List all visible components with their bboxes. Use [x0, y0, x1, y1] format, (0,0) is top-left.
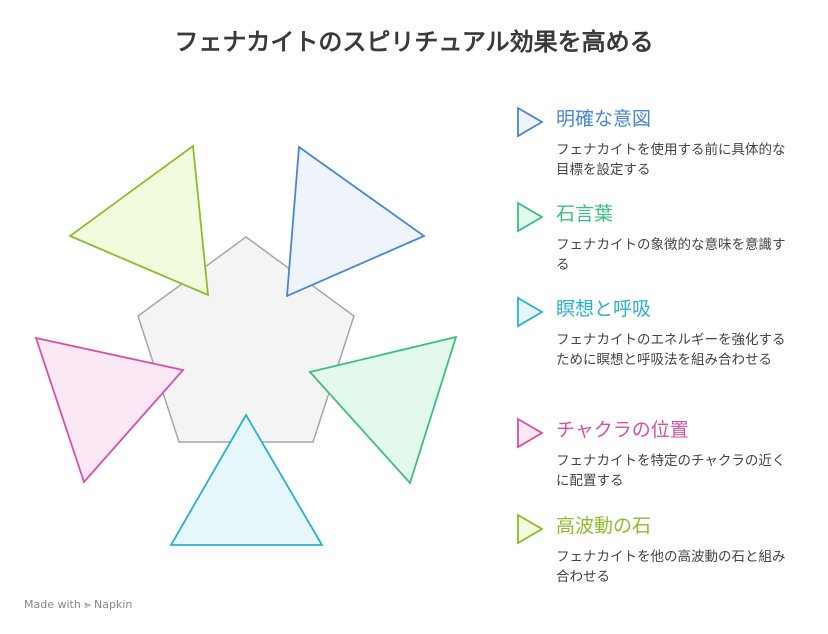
- triangle-chakra-position: [34, 336, 185, 484]
- triangle-high-vibration-stones: [68, 144, 210, 297]
- triangle-clear-intention: [285, 145, 426, 298]
- item-description: フェナカイトを使用する前に具体的な目標を設定する: [556, 142, 786, 178]
- triangle-stone-words: [308, 335, 458, 485]
- triangle-marker-icon: [517, 417, 544, 449]
- item-heading: チャクラの位置: [556, 419, 689, 441]
- item-description: フェナカイトを他の高波動の石と組み合わせる: [556, 549, 786, 585]
- triangle-marker-icon: [517, 106, 544, 138]
- item-heading: 石言葉: [556, 203, 614, 225]
- triangle-marker-icon: [517, 513, 544, 545]
- item-description: フェナカイトの象徴的な意味を意識する: [556, 237, 786, 273]
- item-heading: 瞑想と呼吸: [556, 298, 652, 320]
- triangle-marker-icon: [517, 296, 544, 328]
- triangle-marker-icon: [517, 201, 544, 233]
- napkin-watermark: Made with ⪢ Napkin: [24, 598, 133, 611]
- page-title: フェナカイトのスピリチュアル効果を高める: [174, 28, 654, 56]
- triangle-meditation-breathing: [169, 413, 324, 546]
- item-description: フェナカイトのエネルギーを強化するために瞑想と呼吸法を組み合わせる: [556, 332, 786, 368]
- item-heading: 明確な意図: [556, 108, 652, 130]
- item-description: フェナカイトを特定のチャクラの近くに配置する: [556, 453, 786, 489]
- item-heading: 高波動の石: [556, 515, 652, 537]
